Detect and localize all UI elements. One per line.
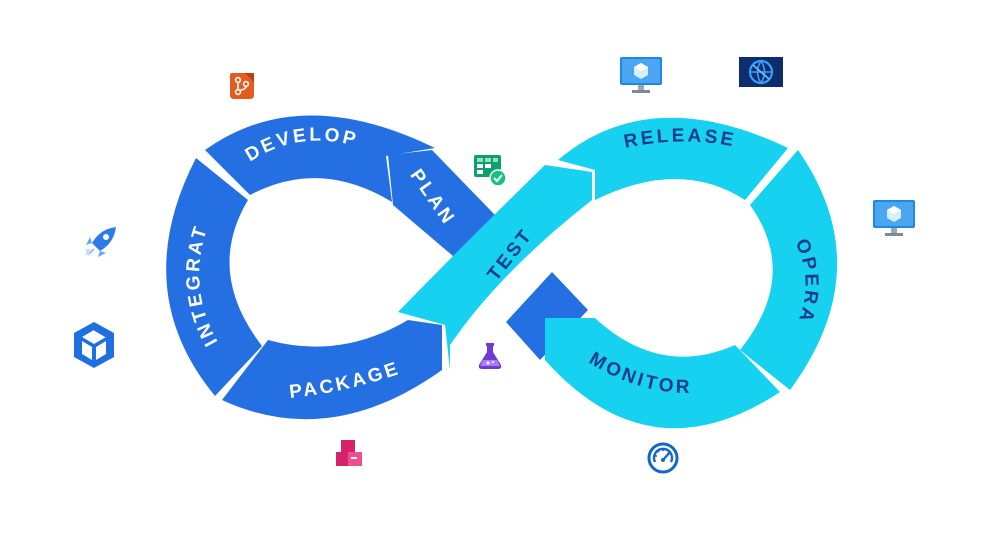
artifacts-icon (336, 440, 362, 466)
left-loop (166, 115, 588, 420)
segment-package[interactable] (222, 320, 442, 420)
virtual-machine-icon-right (873, 200, 915, 236)
package-icon (74, 322, 114, 368)
segment-develop[interactable] (205, 115, 435, 202)
right-loop (398, 117, 838, 429)
boards-icon (474, 155, 507, 187)
segment-operate[interactable] (740, 150, 838, 390)
segment-release[interactable] (558, 117, 788, 200)
segment-plan[interactable] (388, 150, 495, 262)
app-service-icon (739, 57, 783, 87)
segment-monitor[interactable] (545, 318, 780, 429)
segment-test[interactable] (398, 165, 592, 370)
repos-icon (230, 73, 254, 99)
segment-monitor-arrow-tip (506, 272, 588, 360)
pipelines-icon (86, 227, 116, 257)
test-plans-icon (478, 343, 502, 369)
virtual-machine-icon (620, 57, 662, 93)
segment-integrate[interactable] (166, 158, 262, 396)
monitor-gauge-icon (647, 442, 679, 474)
